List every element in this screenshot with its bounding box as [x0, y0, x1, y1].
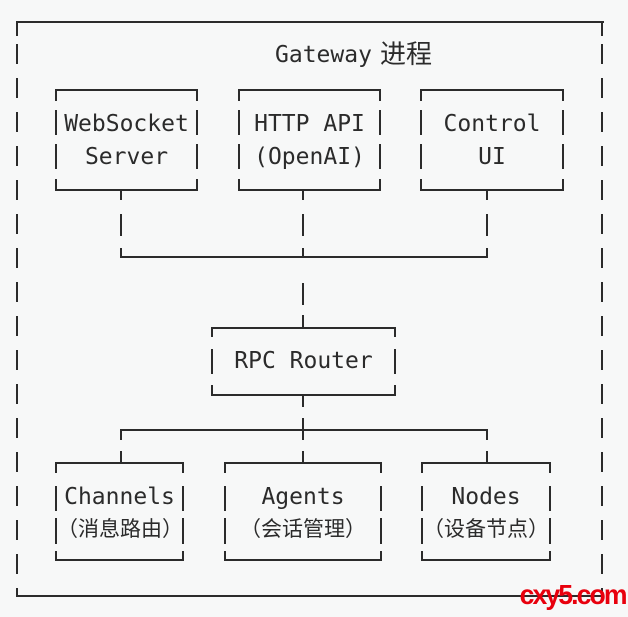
box-border — [394, 329, 396, 394]
box-agents: Agents （会话管理） — [224, 462, 382, 561]
box-websocket-server: WebSocket Server — [55, 89, 198, 191]
box-label: HTTP API — [254, 111, 365, 137]
connector-rpc-down — [302, 396, 304, 429]
box-border — [211, 329, 213, 394]
box-nodes: Nodes （设备节点） — [421, 462, 551, 561]
box-border — [182, 464, 184, 559]
box-border — [55, 91, 57, 189]
outer-frame-bottom-border — [16, 595, 604, 597]
box-label-cjk: （设备节点） — [423, 517, 549, 541]
box-border — [238, 89, 381, 91]
box-border — [55, 189, 198, 191]
connector-nodes-down — [486, 431, 488, 463]
connector-httpapi-down — [302, 191, 304, 257]
box-label: Agents — [261, 484, 345, 510]
box-http-api: HTTP API (OpenAI) — [238, 89, 381, 191]
connector-gather-top — [120, 256, 488, 258]
box-label: WebSocket — [64, 111, 189, 137]
connector-gather-bottom — [120, 429, 488, 431]
box-border — [421, 464, 423, 559]
outer-frame-corner-stub — [16, 23, 18, 36]
outer-frame-corner-stub — [601, 23, 603, 36]
box-border — [421, 559, 551, 561]
box-label: (OpenAI) — [254, 144, 365, 170]
box-label: Nodes — [451, 484, 521, 510]
box-border — [211, 394, 396, 396]
box-channels: Channels （消息路由） — [55, 462, 184, 561]
box-border — [420, 91, 422, 189]
diagram-title-latin: Gateway — [275, 42, 372, 68]
box-border — [224, 559, 382, 561]
box-rpc-router: RPC Router — [211, 327, 396, 396]
box-label-cjk: （消息路由） — [57, 517, 183, 541]
box-border — [420, 189, 564, 191]
box-label: Control — [443, 111, 541, 137]
box-border — [196, 91, 198, 189]
diagram-title-cjk: 进程 — [379, 40, 432, 70]
connector-controlui-down — [486, 191, 488, 257]
box-border — [224, 462, 382, 464]
box-label-cjk: （会话管理） — [240, 517, 366, 541]
box-control-ui: Control UI — [420, 89, 564, 191]
box-border — [549, 464, 551, 559]
outer-frame-top-border — [16, 21, 604, 23]
connector-agents-down — [302, 431, 304, 463]
box-border — [380, 464, 382, 559]
box-border — [55, 464, 57, 559]
box-border — [55, 462, 184, 464]
box-label: UI — [478, 144, 506, 170]
box-border — [562, 91, 564, 189]
connector-channels-down — [120, 431, 122, 463]
connector-websocket-down — [120, 191, 122, 257]
diagram-title: Gateway 进程 — [275, 41, 432, 69]
watermark: cxy5.com — [519, 579, 628, 610]
box-border — [224, 464, 226, 559]
box-border — [211, 327, 396, 329]
box-border — [238, 91, 240, 189]
box-border — [55, 559, 184, 561]
box-border — [55, 89, 198, 91]
box-border — [379, 91, 381, 189]
box-border — [421, 462, 551, 464]
connector-to-rpc-router — [302, 258, 304, 327]
outer-frame-right-border — [601, 44, 603, 595]
box-label: Server — [84, 144, 169, 170]
box-label: Channels — [64, 484, 175, 510]
box-border — [420, 89, 564, 91]
box-label: RPC Router — [234, 348, 373, 374]
box-border — [238, 189, 381, 191]
outer-frame-left-border — [16, 44, 18, 595]
